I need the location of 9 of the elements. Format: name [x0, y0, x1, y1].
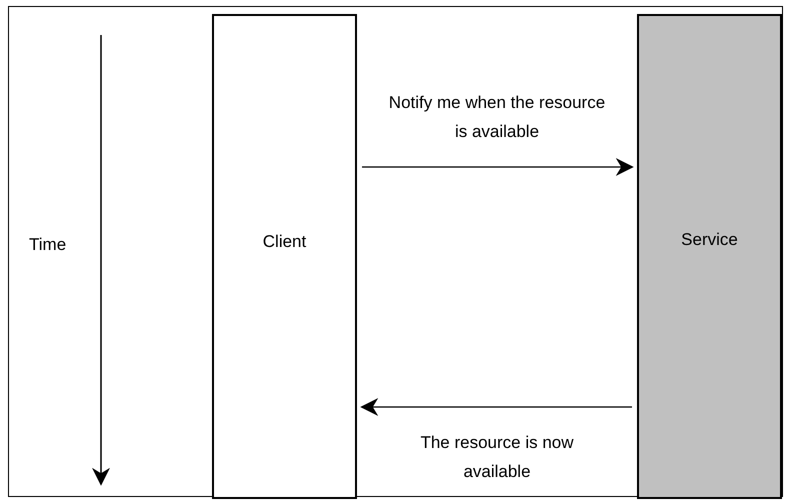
arrow [360, 398, 632, 416]
lifeline-box [637, 14, 782, 499]
arrow [362, 158, 634, 176]
node-label: Client [262, 232, 306, 252]
lifeline-box [212, 14, 357, 499]
edge-label: Notify me when the resource is available [388, 92, 606, 143]
edge-label: The resource is now available [419, 432, 575, 483]
axis-label: Time [29, 234, 66, 256]
node-label: Service [681, 230, 738, 250]
